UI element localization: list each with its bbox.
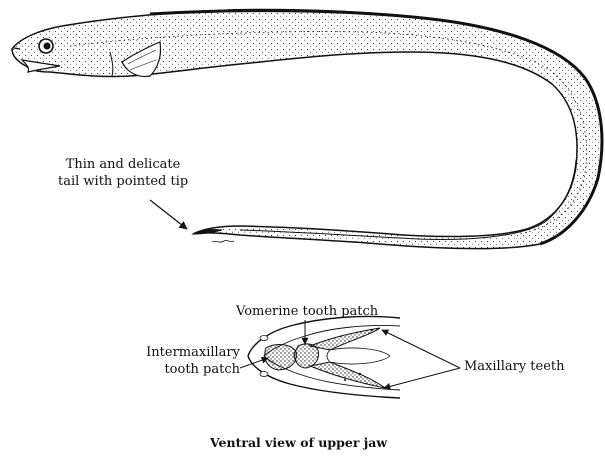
- tail-squiggle: [212, 240, 234, 242]
- eel-body: [12, 9, 602, 248]
- maxillary-label: Maxillary teeth: [464, 358, 565, 375]
- vomerine-label: Vomerine tooth patch: [236, 303, 378, 320]
- intermaxillary-label-line2: tooth patch: [112, 361, 240, 378]
- tail-label: Thin and delicate tail with pointed tip: [58, 156, 188, 190]
- eel-body-outline: [12, 9, 602, 248]
- tail-label-line2: tail with pointed tip: [58, 173, 188, 190]
- tail-label-line1: Thin and delicate: [58, 156, 188, 173]
- upper-jaw-view: [248, 316, 400, 398]
- pupil: [44, 43, 51, 50]
- figure-caption: Ventral view of upper jaw: [210, 434, 387, 451]
- intermaxillary-label: Intermaxillary tooth patch: [112, 344, 240, 378]
- maxillary-row-lower: [310, 362, 385, 388]
- maxillary-arrow-lower: [384, 368, 460, 388]
- vomerine-patch: [294, 344, 319, 368]
- tail-arrow: [150, 200, 187, 229]
- maxillary-arrow-upper: [382, 330, 460, 368]
- intermaxillary-patch: [265, 345, 297, 370]
- intermaxillary-label-line1: Intermaxillary: [112, 344, 240, 361]
